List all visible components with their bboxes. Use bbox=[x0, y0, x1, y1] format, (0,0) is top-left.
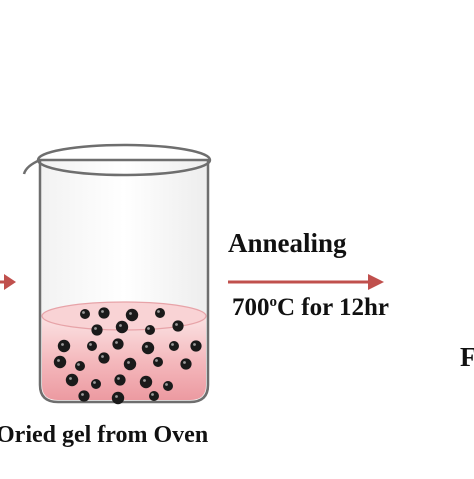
annealing-condition: 700oC for 12hr bbox=[232, 294, 389, 322]
gel-particle-highlight bbox=[115, 341, 118, 344]
gel-particle bbox=[180, 358, 192, 370]
gel-particle-highlight bbox=[82, 311, 85, 314]
gel-particle bbox=[91, 324, 103, 336]
beaker-caption: Oried gel from Oven bbox=[0, 422, 209, 448]
gel-particle-highlight bbox=[129, 312, 132, 315]
gel-particle-highlight bbox=[57, 359, 60, 362]
gel-particle-highlight bbox=[155, 359, 158, 362]
temperature-value: 700 bbox=[232, 294, 270, 321]
gel-particle-highlight bbox=[147, 327, 150, 330]
gel-particle bbox=[65, 373, 79, 387]
beaker bbox=[22, 143, 212, 405]
degree-mark: o bbox=[269, 294, 278, 310]
gel-particle bbox=[139, 375, 153, 389]
gel-particle bbox=[80, 309, 90, 319]
gel-particle-highlight bbox=[183, 361, 186, 364]
gel-particle-highlight bbox=[69, 377, 72, 380]
gel-particle-highlight bbox=[93, 381, 96, 384]
gel-particle-highlight bbox=[157, 310, 160, 313]
gel-particle bbox=[78, 390, 90, 402]
gel-particle bbox=[163, 381, 173, 391]
gel-particle bbox=[111, 391, 125, 405]
annealing-label: Annealing bbox=[228, 228, 347, 258]
gel-particle bbox=[149, 391, 159, 401]
gel-particle bbox=[75, 361, 85, 371]
gel-particle-highlight bbox=[101, 310, 104, 313]
gel-particle bbox=[169, 341, 179, 351]
gel-particle bbox=[145, 325, 155, 335]
gel-particle-highlight bbox=[171, 343, 174, 346]
gel-particle-highlight bbox=[101, 355, 104, 358]
gel-particle-highlight bbox=[175, 323, 178, 326]
gel-particle bbox=[115, 320, 129, 334]
gel-particle bbox=[190, 340, 202, 352]
incoming-arrow bbox=[0, 274, 16, 290]
gel-particle bbox=[153, 357, 163, 367]
gel-particle bbox=[91, 379, 101, 389]
gel-particle-highlight bbox=[61, 343, 64, 346]
gel-particle bbox=[87, 341, 97, 351]
gel-particle-highlight bbox=[94, 327, 97, 330]
gel-particle bbox=[155, 308, 165, 318]
gel-particle-highlight bbox=[81, 393, 84, 396]
gel-particle-highlight bbox=[117, 377, 120, 380]
gel-particle-highlight bbox=[89, 343, 92, 346]
gel-particle bbox=[57, 339, 71, 353]
gel-particle bbox=[114, 374, 126, 386]
gel-particle-highlight bbox=[119, 324, 122, 327]
condition-text: C for 12hr bbox=[277, 294, 390, 321]
gel-particle bbox=[112, 338, 124, 350]
gel-particle-highlight bbox=[165, 383, 168, 386]
gel-particle bbox=[141, 341, 155, 355]
gel-particle-highlight bbox=[151, 393, 154, 396]
gel-particle-highlight bbox=[127, 361, 130, 364]
gel-particle-highlight bbox=[115, 395, 118, 398]
gel-particle bbox=[125, 308, 139, 322]
gel-particle-highlight bbox=[193, 343, 196, 346]
beaker-spout bbox=[22, 158, 41, 175]
gel-particle-highlight bbox=[145, 345, 148, 348]
gel-particle bbox=[123, 357, 137, 371]
gel-particle bbox=[98, 307, 110, 319]
annealing-arrow bbox=[228, 274, 384, 290]
beaker-rim bbox=[22, 143, 212, 177]
gel-particle-highlight bbox=[143, 379, 146, 382]
gel-particles bbox=[53, 307, 202, 405]
gel-particle bbox=[172, 320, 184, 332]
beaker-liquid bbox=[41, 301, 207, 400]
gel-particle bbox=[98, 352, 110, 364]
gel-particle bbox=[53, 355, 67, 369]
gel-particle-highlight bbox=[77, 363, 80, 366]
right-step-label: F bbox=[460, 342, 474, 372]
